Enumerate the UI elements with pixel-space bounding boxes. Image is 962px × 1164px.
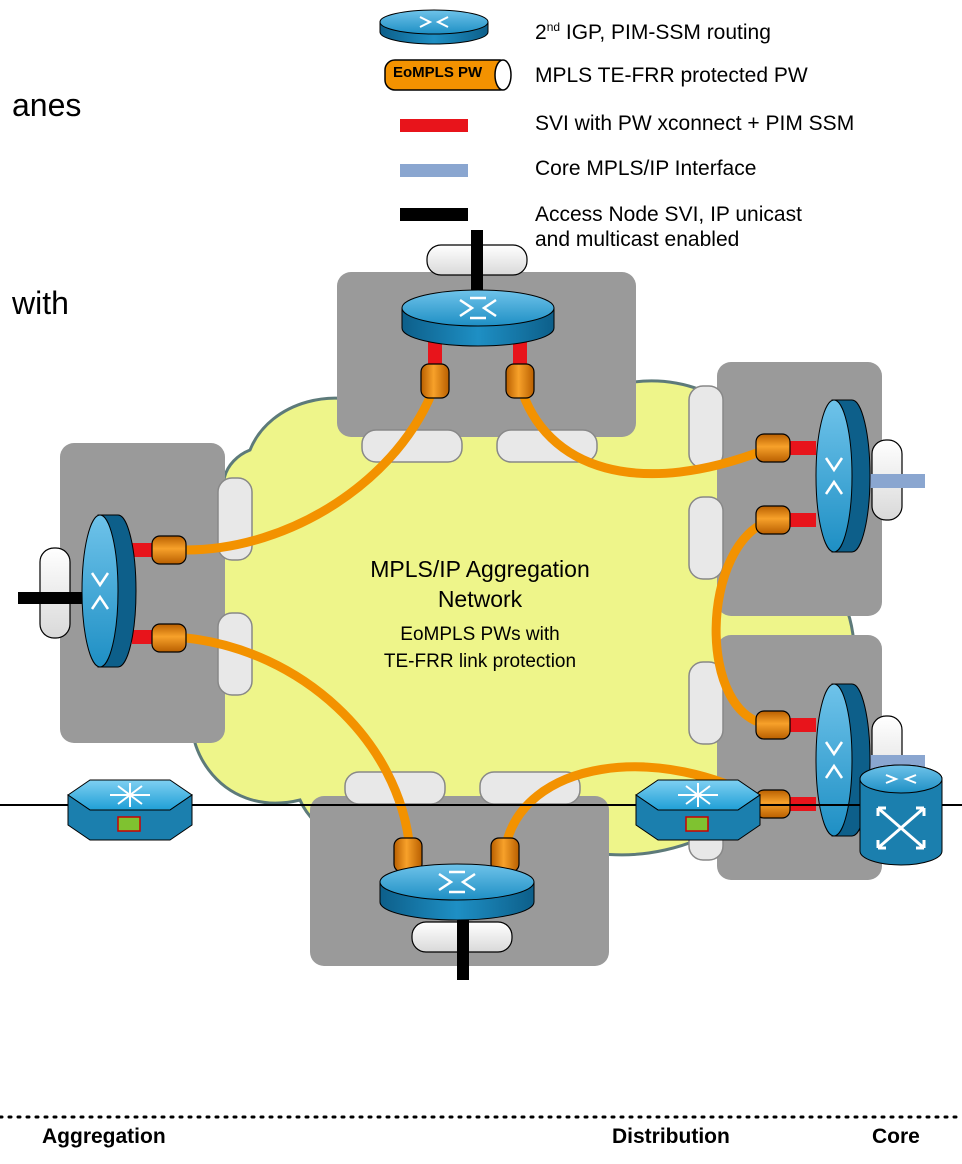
- cloud-title-1: MPLS/IP Aggregation: [370, 556, 590, 582]
- legend-core-bar: [400, 164, 468, 177]
- legend-item-igp-num: 2: [535, 21, 547, 44]
- cloud-subtitle-1: EoMPLS PWs with: [400, 624, 560, 645]
- legend-item-pw: MPLS TE-FRR protected PW: [535, 64, 808, 87]
- legend-item-igp: 2nd IGP, PIM-SSM routing: [535, 20, 771, 45]
- router-right-upper: [815, 399, 871, 553]
- legend-item-igp-sup: nd: [546, 20, 561, 34]
- legend-item-access-2: and multicast enabled: [535, 228, 740, 251]
- legend-router-icon: [379, 9, 489, 45]
- footer-distribution: Distribution: [612, 1125, 730, 1148]
- cloud-subtitle-2: TE-FRR link protection: [383, 651, 577, 672]
- legend-item-svi: SVI with PW xconnect + PIM SSM: [535, 112, 855, 135]
- legend-item-access-1: Access Node SVI, IP unicast: [535, 203, 802, 226]
- footer-core: Core: [872, 1125, 920, 1148]
- core-switch: [859, 764, 943, 866]
- title-fragment-2: with: [12, 285, 69, 321]
- legend-access-bar: [400, 208, 468, 221]
- legend-pw-badge: [384, 59, 512, 91]
- footer-aggregation: Aggregation: [42, 1125, 166, 1148]
- switch-right: [635, 779, 761, 841]
- router-left: [81, 514, 137, 668]
- switch-left: [67, 779, 193, 841]
- router-bottom: [379, 863, 535, 921]
- cloud-title-2: Network: [437, 586, 523, 612]
- legend-item-core: Core MPLS/IP Interface: [535, 157, 757, 180]
- title-fragment-1: anes: [12, 87, 82, 123]
- legend-item-igp-rest: IGP, PIM-SSM routing: [560, 21, 771, 44]
- router-top: [401, 289, 555, 347]
- legend-pw-badge-text: EoMPLS PW: [393, 64, 483, 81]
- legend-svi-bar: [400, 119, 468, 132]
